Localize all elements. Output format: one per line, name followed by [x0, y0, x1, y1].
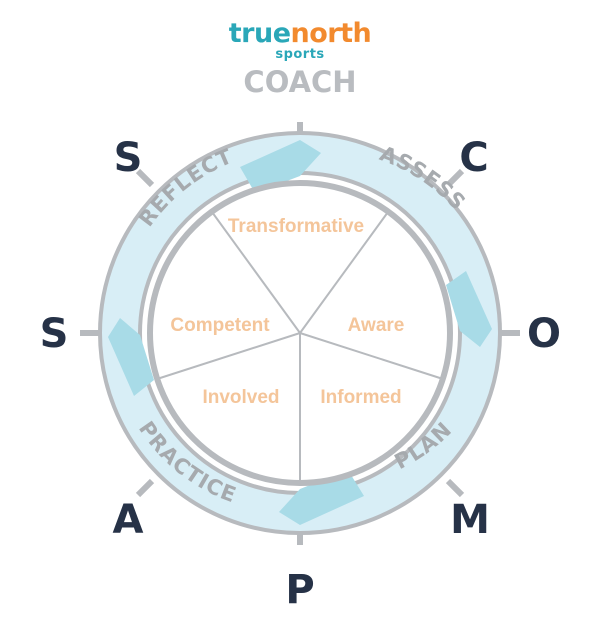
brand-logo: truenorth sports	[0, 20, 600, 61]
letter-upper-left: S	[114, 135, 143, 181]
logo-text-north: north	[290, 18, 372, 49]
tick-upper-left	[135, 168, 155, 188]
segment-transformative: Transformative	[228, 216, 364, 237]
arrow-bottom	[279, 470, 364, 525]
coach-title: COACH	[243, 65, 356, 99]
divider-upper-right	[299, 211, 389, 334]
segment-informed: Informed	[320, 387, 401, 408]
arrow-left	[108, 318, 154, 396]
divider-lower-right	[299, 332, 444, 380]
tick-lower-right	[445, 478, 465, 498]
tick-lower-left	[135, 478, 155, 498]
segment-aware: Aware	[348, 315, 405, 336]
letter-lower-left: A	[113, 497, 144, 543]
tick-upper-right	[445, 168, 465, 188]
letter-bottom: P	[285, 567, 314, 613]
segment-competent: Competent	[170, 315, 270, 336]
divider-upper-left	[211, 211, 301, 334]
logo-text-sports: sports	[275, 47, 325, 62]
letter-upper-right: C	[459, 135, 488, 181]
segment-dividers	[156, 211, 444, 483]
logo-text-true: true	[228, 18, 291, 49]
arrow-right	[446, 271, 492, 347]
compass-ticks	[80, 122, 520, 545]
divider-lower-left	[156, 332, 301, 380]
letter-right: O	[527, 311, 561, 357]
segment-involved: Involved	[202, 387, 279, 408]
letter-left: S	[40, 311, 69, 357]
ring-arrows	[108, 140, 492, 525]
arrow-top	[240, 140, 321, 193]
letter-lower-right: M	[450, 497, 490, 543]
